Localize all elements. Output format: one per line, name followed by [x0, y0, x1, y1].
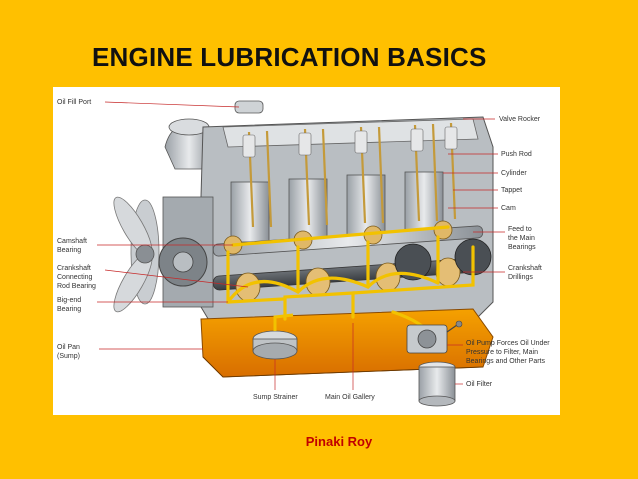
- label-big-end-line2: Bearing: [57, 306, 81, 313]
- label-crankshaft-drillings-line2: Drillings: [508, 274, 533, 281]
- label-oil-pan-line2: (Sump): [57, 353, 80, 360]
- label-oil-pump-line1: Oil Pump Forces Oil Under: [466, 340, 550, 347]
- label-big-end-line1: Big-end: [57, 297, 81, 304]
- label-cylinder: Cylinder: [501, 170, 527, 177]
- label-crankshaft-rod-line1: Crankshaft: [57, 265, 91, 272]
- oil-pump: [406, 320, 463, 354]
- valve-springs: [242, 126, 458, 158]
- label-camshaft-bearing-line2: Bearing: [57, 247, 81, 254]
- slide-title: ENGINE LUBRICATION BASICS: [92, 42, 487, 72]
- crankshaft: [212, 238, 492, 302]
- engine-diagram-panel: Oil Fill Port Camshaft Bearing Crankshaf…: [53, 87, 560, 415]
- author-name: Pinaki Roy: [305, 434, 373, 449]
- label-push-rod: Push Rod: [501, 151, 532, 158]
- label-crankshaft-drillings-line1: Crankshaft: [508, 265, 542, 272]
- label-cam: Cam: [501, 205, 516, 212]
- label-oil-fill-port: Oil Fill Port: [57, 99, 91, 106]
- label-camshaft-bearing-line1: Camshaft: [57, 238, 87, 245]
- label-crankshaft-rod-line3: Rod Bearing: [57, 283, 96, 290]
- label-tappet: Tappet: [501, 187, 522, 194]
- oil-filter: [418, 361, 456, 407]
- label-feed-line3: Bearings: [508, 244, 536, 251]
- leader-lines: [97, 101, 505, 390]
- label-oil-pan-line1: Oil Pan: [57, 344, 80, 351]
- label-valve-rocker: Valve Rocker: [499, 116, 541, 123]
- label-main-oil-gallery: Main Oil Gallery: [325, 394, 375, 401]
- engine-lubrication-diagram: Oil Fill Port Camshaft Bearing Crankshaf…: [57, 99, 550, 407]
- label-oil-pump-line3: Bearings and Other Parts: [466, 358, 545, 365]
- label-feed-line2: the Main: [508, 235, 535, 242]
- label-crankshaft-rod-line2: Connecting: [57, 274, 93, 281]
- label-feed-line1: Feed to: [508, 226, 532, 233]
- sump-strainer: [252, 313, 298, 360]
- label-oil-pump-line2: Pressure to Filter, Main: [466, 349, 538, 356]
- label-oil-filter: Oil Filter: [466, 381, 493, 388]
- cooling-fan: [113, 196, 160, 313]
- label-sump-strainer: Sump Strainer: [253, 394, 298, 401]
